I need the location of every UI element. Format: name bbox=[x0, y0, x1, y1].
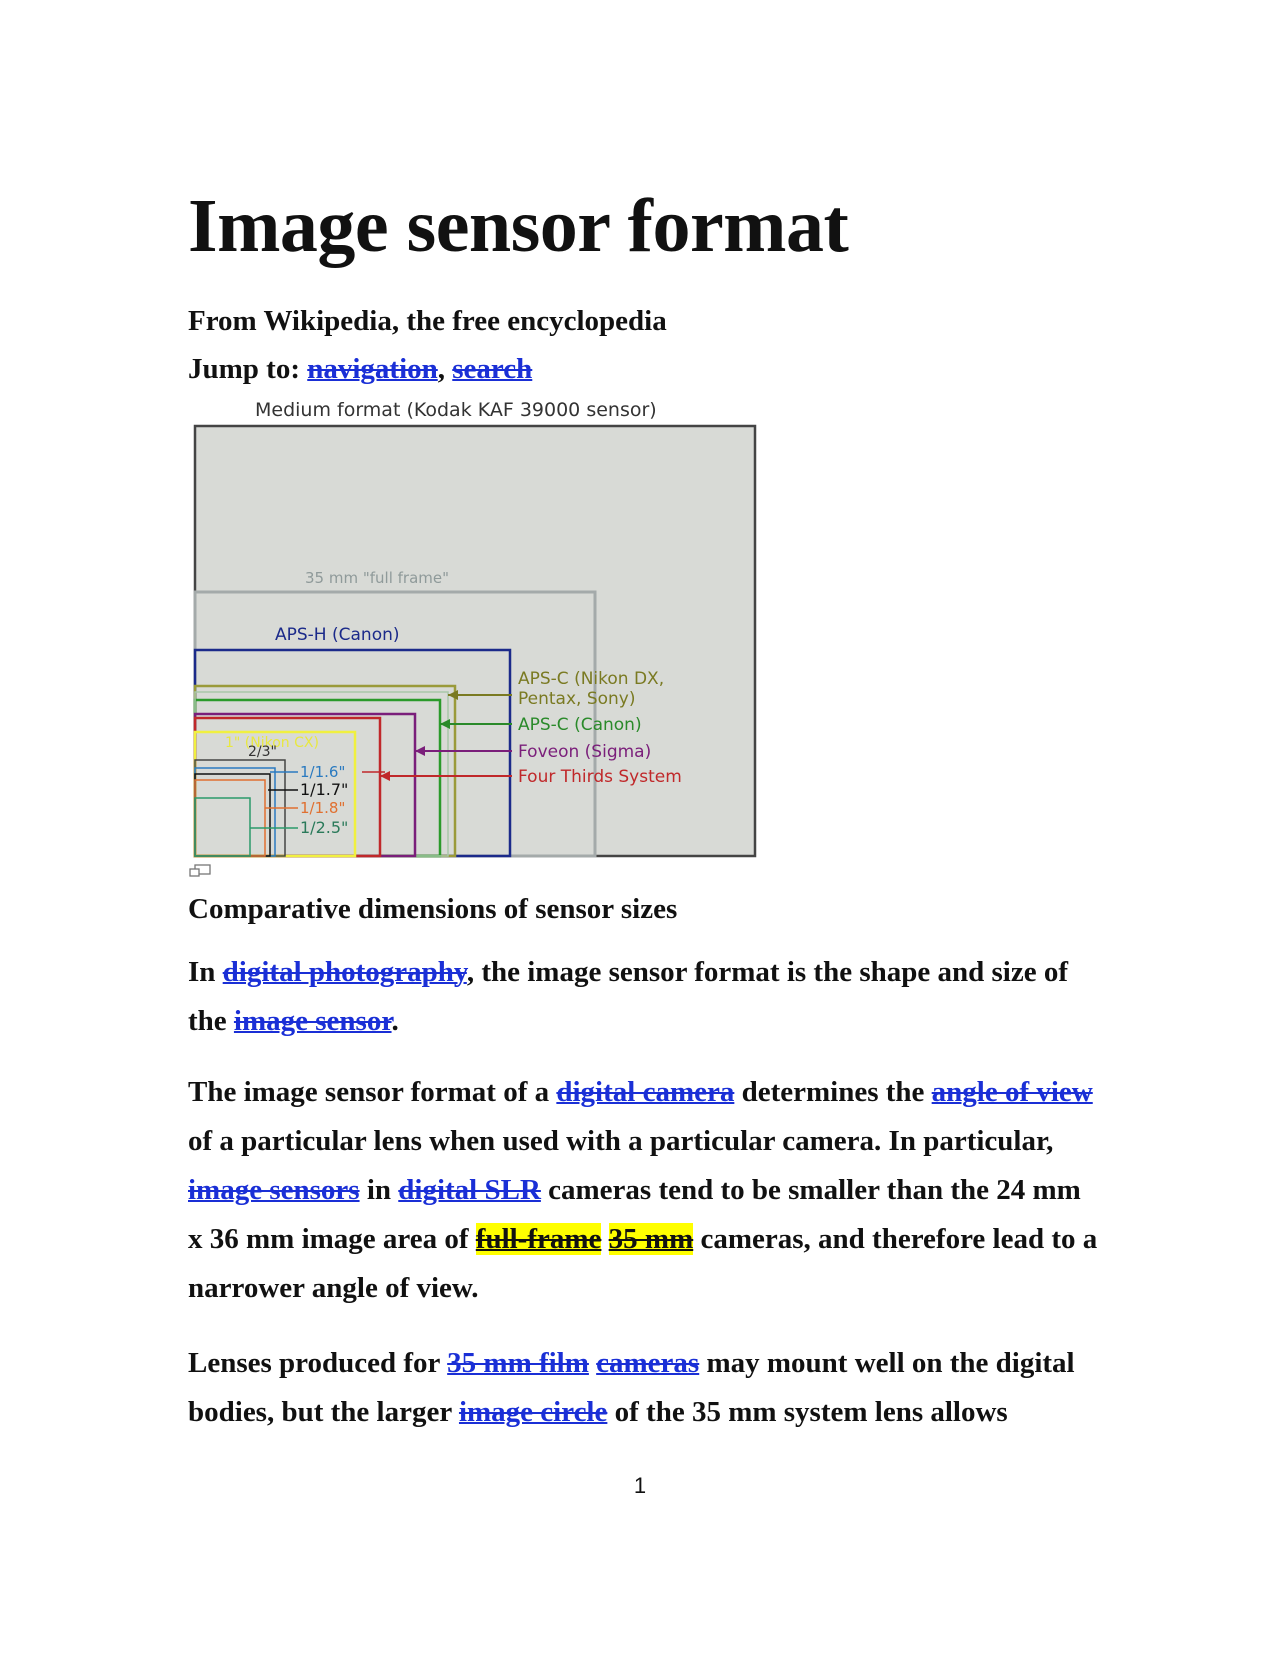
label-aps-h: APS-H (Canon) bbox=[275, 625, 400, 645]
p1-text-1: In bbox=[188, 956, 223, 988]
p2-text-3: of a particular lens when used with a pa… bbox=[188, 1125, 1054, 1157]
label-1-2-5: 1/2.5" bbox=[300, 818, 348, 837]
label-1-1-6: 1/1.6" bbox=[300, 763, 345, 781]
label-full-frame: 35 mm "full frame" bbox=[305, 569, 449, 587]
label-aps-c-nikon-line1: APS-C (Nikon DX, bbox=[518, 669, 664, 689]
link-35mm-film[interactable]: 35 mm film bbox=[447, 1347, 589, 1379]
label-1-1-7: 1/1.7" bbox=[300, 780, 348, 799]
sensor-1-2-5-rect bbox=[194, 797, 251, 857]
label-two-thirds: 2/3" bbox=[248, 744, 277, 760]
jump-to-label: Jump to: bbox=[188, 353, 300, 385]
label-aps-c-canon: APS-C (Canon) bbox=[518, 715, 642, 735]
p3-text-1: Lenses produced for bbox=[188, 1347, 448, 1379]
p2-text-6 bbox=[601, 1223, 608, 1255]
link-digital-photography[interactable]: digital photography bbox=[222, 956, 467, 988]
jump-to-line: Jump to: navigation, search bbox=[188, 352, 532, 387]
page-subtitle: From Wikipedia, the free encyclopedia bbox=[188, 305, 667, 337]
link-digital-camera[interactable]: digital camera bbox=[556, 1076, 735, 1108]
label-1-1-8: 1/1.8" bbox=[300, 799, 345, 817]
jump-separator: , bbox=[437, 353, 446, 385]
paragraph-3: Lenses produced for 35 mm film cameras m… bbox=[188, 1339, 1098, 1437]
medium-format-rect bbox=[193, 424, 757, 858]
link-digital-slr[interactable]: digital SLR bbox=[398, 1174, 541, 1206]
p2-text-5: cameras tend to be smaller than the 24 m… bbox=[188, 1174, 1081, 1255]
p2-text-4: in bbox=[359, 1174, 399, 1206]
page-title: Image sensor format bbox=[188, 184, 849, 268]
p1-text-3: . bbox=[391, 1005, 399, 1037]
paragraph-1: In digital photography, the image sensor… bbox=[188, 948, 1098, 1046]
link-image-sensors[interactable]: image sensors bbox=[188, 1174, 360, 1206]
label-medium-format: Medium format (Kodak KAF 39000 sensor) bbox=[255, 399, 657, 421]
p3-text-4: of the 35 mm system lens allows bbox=[607, 1396, 1008, 1428]
p3-text-3: may mount well on the digital bodies, bu… bbox=[188, 1347, 1075, 1428]
label-one-inch: 1" (Nikon CX) bbox=[225, 735, 319, 751]
sensor-size-diagram: Medium format (Kodak KAF 39000 sensor) 3… bbox=[193, 399, 757, 858]
enlarge-icon[interactable] bbox=[188, 864, 212, 878]
label-foveon: Foveon (Sigma) bbox=[518, 742, 651, 762]
page-number: 1 bbox=[633, 1473, 647, 1498]
label-four-thirds: Four Thirds System bbox=[518, 767, 682, 787]
p2-text-2: determines the bbox=[734, 1076, 932, 1108]
link-cameras[interactable]: cameras bbox=[596, 1347, 700, 1379]
link-image-sensor[interactable]: image sensor bbox=[233, 1005, 392, 1037]
jump-navigation-link[interactable]: navigation bbox=[307, 353, 438, 385]
p2-text-1: The image sensor format of a bbox=[188, 1076, 557, 1108]
p2-text-7: cameras, and therefore lead to a narrowe… bbox=[188, 1223, 1098, 1304]
link-full-frame-highlighted[interactable]: full-frame bbox=[475, 1223, 602, 1255]
link-image-circle[interactable]: image circle bbox=[458, 1396, 608, 1428]
label-aps-c-nikon-line2: Pentax, Sony) bbox=[518, 689, 636, 709]
paragraph-2: The image sensor format of a digital cam… bbox=[188, 1068, 1098, 1313]
p1-text-2: , the image sensor format is the shape a… bbox=[188, 956, 1068, 1037]
jump-search-link[interactable]: search bbox=[452, 353, 533, 385]
link-angle-of-view[interactable]: angle of view bbox=[931, 1076, 1093, 1108]
sensor-size-figure[interactable]: Medium format (Kodak KAF 39000 sensor) 3… bbox=[190, 396, 760, 866]
link-35mm-highlighted[interactable]: 35 mm bbox=[608, 1223, 694, 1255]
figure-caption: Comparative dimensions of sensor sizes bbox=[188, 893, 678, 925]
